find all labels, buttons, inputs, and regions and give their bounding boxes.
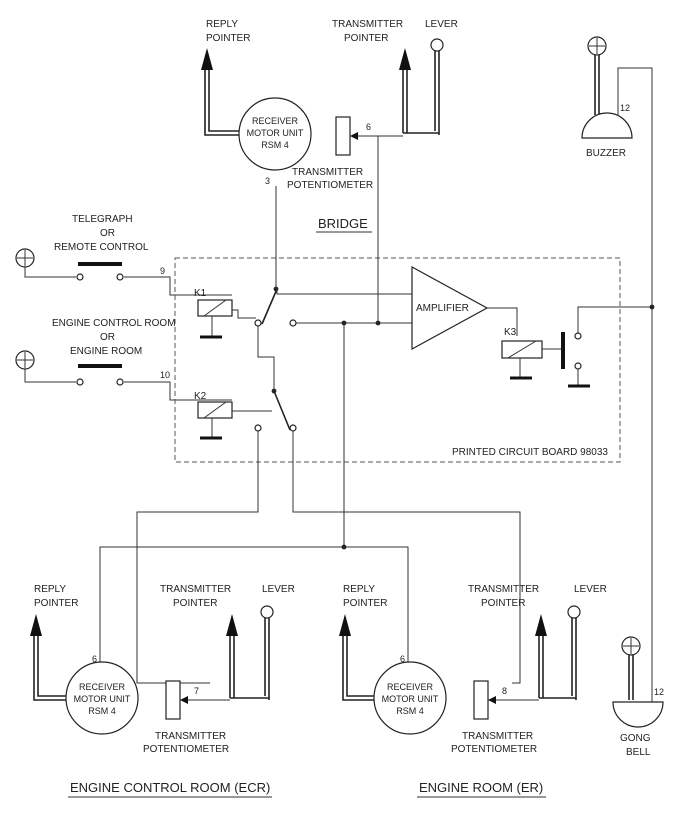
ecr-section-title: ENGINE CONTROL ROOM (ECR) (70, 780, 270, 795)
telegraph-label-1: TELEGRAPH (72, 214, 133, 225)
er-lever-label: LEVER (574, 584, 607, 595)
bridge-reply-pointer-label-2: POINTER (206, 33, 250, 44)
k1-label: K1 (194, 288, 207, 299)
ecr-section: REPLY POINTER RECEIVER MOTOR UNIT RSM 4 … (30, 584, 295, 798)
ecr-switch-contact-1 (76, 378, 84, 386)
er-section-title: ENGINE ROOM (ER) (419, 780, 543, 795)
pcb-outline (174, 257, 621, 463)
ecr-switch-label-2: OR (100, 332, 115, 343)
er-transmitter-potentiometer (473, 680, 489, 720)
er-transmitter-pointer-label-2: POINTER (481, 598, 525, 609)
ecr-transmitter-potentiometer (165, 680, 181, 720)
gong-pin: 12 (654, 687, 664, 697)
ecr-receiver-label-2: MOTOR UNIT (74, 694, 131, 704)
gong-label-1: GONG (620, 733, 651, 744)
bridge-pot-label-1: TRANSMITTER (292, 167, 363, 178)
telegraph-switch-contact-2 (116, 273, 124, 281)
ecr-receiver-label-3: RSM 4 (88, 706, 116, 716)
er-reply-pointer-arrow (339, 614, 351, 636)
ecr-transmitter-pointer-label-1: TRANSMITTER (160, 584, 231, 595)
interconnect-wires (99, 323, 521, 684)
buzzer-label: BUZZER (586, 148, 626, 159)
gong-label-2: BELL (626, 747, 651, 758)
bridge-pot-label-2: POTENTIOMETER (287, 180, 373, 191)
bridge-pot-pin: 6 (366, 122, 371, 132)
printed-circuit-board: PRINTED CIRCUIT BOARD 98033 K1 K2 AMPLI (174, 136, 655, 463)
gong-bell-group: 12 GONG BELL (612, 636, 664, 758)
er-transmitter-pointer-label-1: TRANSMITTER (468, 584, 539, 595)
er-receiver-pin: 6 (400, 654, 405, 664)
ecr-lever-label: LEVER (262, 584, 295, 595)
ecr-pot-label-2: POTENTIOMETER (143, 744, 229, 755)
ecr-switch-contact-2 (116, 378, 124, 386)
bridge-transmitter-pointer-arrow (399, 48, 411, 70)
k3-label: K3 (504, 327, 517, 338)
ecr-lever-knob (260, 605, 274, 619)
bridge-transmitter-potentiometer (335, 116, 351, 156)
bridge-reply-pointer-arrow (201, 48, 213, 70)
bridge-receiver-pin: 3 (265, 176, 270, 186)
bridge-section-title: BRIDGE (318, 216, 368, 231)
input-switches: TELEGRAPH OR REMOTE CONTROL 9 ENGINE CON… (15, 214, 232, 401)
er-section: REPLY POINTER RECEIVER MOTOR UNIT RSM 4 … (339, 584, 607, 798)
bridge-lever-knob (430, 38, 444, 52)
er-pot-label-2: POTENTIOMETER (451, 744, 537, 755)
ecr-receiver-motor-unit (65, 661, 139, 735)
buzzer-group: 12 BUZZER (581, 36, 653, 700)
bridge-receiver-label-1: RECEIVER (252, 116, 299, 126)
er-reply-pointer-label-2: POINTER (343, 598, 387, 609)
gong-bell-icon (612, 701, 664, 728)
bridge-lever-label: LEVER (425, 19, 458, 30)
er-receiver-label-3: RSM 4 (396, 706, 424, 716)
amplifier (411, 265, 489, 351)
bridge-transmitter-pointer-label-1: TRANSMITTER (332, 19, 403, 30)
bridge-receiver-label-2: MOTOR UNIT (247, 128, 304, 138)
ecr-pot-label-1: TRANSMITTER (155, 731, 226, 742)
ecr-switch-label-3: ENGINE ROOM (70, 346, 142, 357)
buzzer-pin: 12 (620, 103, 630, 113)
ecr-transmitter-pointer-label-2: POINTER (173, 598, 217, 609)
er-reply-pointer-label-1: REPLY (343, 584, 375, 595)
er-receiver-motor-unit (373, 661, 447, 735)
telegraph-switch-contact-1 (76, 273, 84, 281)
pcb-label: PRINTED CIRCUIT BOARD 98033 (452, 447, 608, 458)
telegraph-pin: 9 (160, 266, 165, 276)
ecr-receiver-pin: 6 (92, 654, 97, 664)
ecr-pot-pin: 7 (194, 686, 199, 696)
bridge-transmitter-pointer-label-2: POINTER (344, 33, 388, 44)
bridge-section: REPLY POINTER RECEIVER MOTOR UNIT RSM 4 … (201, 19, 458, 233)
bridge-reply-pointer-label-1: REPLY (206, 19, 238, 30)
ecr-reply-pointer-label-2: POINTER (34, 598, 78, 609)
er-lever-knob (567, 605, 581, 619)
er-receiver-label-2: MOTOR UNIT (382, 694, 439, 704)
buzzer-icon (581, 112, 633, 139)
ecr-reply-pointer-arrow (30, 614, 42, 636)
k2-contact-arm (273, 390, 291, 431)
ecr-switch-label-1: ENGINE CONTROL ROOM (52, 318, 176, 329)
bridge-receiver-label-3: RSM 4 (261, 140, 289, 150)
er-pot-pin: 8 (502, 686, 507, 696)
bridge-receiver-motor-unit (238, 97, 312, 171)
er-transmitter-pointer-arrow (535, 614, 547, 636)
telegraph-label-3: REMOTE CONTROL (54, 242, 149, 253)
ecr-receiver-label-1: RECEIVER (79, 682, 126, 692)
ecr-transmitter-pointer-arrow (226, 614, 238, 636)
ecr-reply-pointer-label-1: REPLY (34, 584, 66, 595)
k1-contact-arm (261, 288, 278, 325)
telegraph-label-2: OR (100, 228, 115, 239)
k2-label: K2 (194, 391, 207, 402)
er-receiver-label-1: RECEIVER (387, 682, 434, 692)
amplifier-label: AMPLIFIER (416, 303, 469, 314)
er-pot-label-1: TRANSMITTER (462, 731, 533, 742)
ecr-switch-pin: 10 (160, 370, 170, 380)
